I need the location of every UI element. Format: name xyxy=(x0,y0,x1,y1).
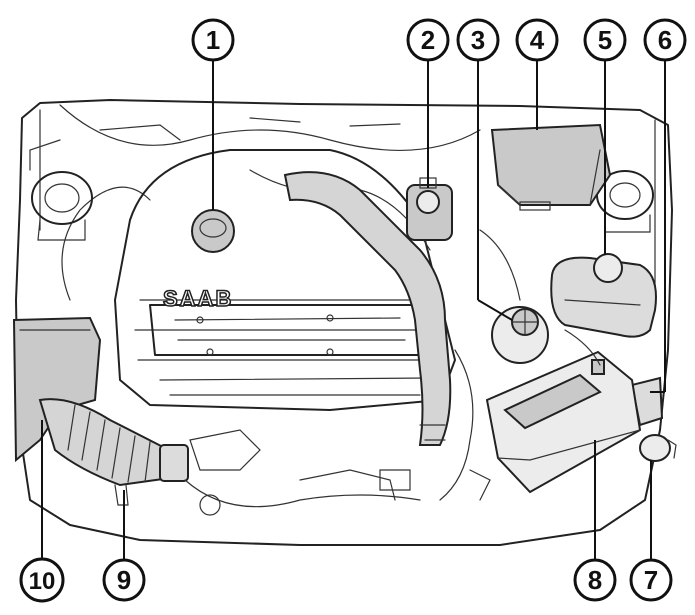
callout-1-label: 1 xyxy=(206,25,220,55)
brake-fluid-reservoir xyxy=(406,177,453,241)
power-steering-reservoir xyxy=(491,306,549,364)
callout-9: 9 xyxy=(102,558,146,602)
callout-1: 1 xyxy=(191,18,235,62)
callout-6: 6 xyxy=(643,18,687,62)
callout-8: 8 xyxy=(573,558,617,602)
right-hoses xyxy=(439,229,601,501)
coolant-expansion-tank xyxy=(550,253,657,338)
engine-cover xyxy=(114,149,456,411)
callout-10-label: 10 xyxy=(29,568,56,595)
callout-2-label: 2 xyxy=(421,25,435,55)
callout-7-label: 7 xyxy=(644,565,658,595)
left-strut-tower xyxy=(29,139,93,241)
callout-3: 3 xyxy=(456,18,500,62)
leader-lines xyxy=(41,60,666,560)
callout-5-label: 5 xyxy=(598,25,612,55)
fuse-box xyxy=(490,123,612,211)
callout-10: 10 xyxy=(19,557,65,603)
callout-2: 2 xyxy=(406,18,450,62)
callout-9-label: 9 xyxy=(117,565,131,595)
callout-4-label: 4 xyxy=(530,25,545,55)
callout-8-label: 8 xyxy=(588,565,602,595)
oil-filler-cap xyxy=(191,209,235,253)
battery xyxy=(485,350,642,494)
intake-pipe xyxy=(283,171,452,446)
lower-engine-details xyxy=(184,429,491,516)
callout-6-label: 6 xyxy=(658,25,672,55)
callout-7: 7 xyxy=(629,558,673,602)
callout-5: 5 xyxy=(583,18,627,62)
air-intake-hose xyxy=(38,398,189,506)
washer-fluid-cap xyxy=(639,434,677,462)
brand-badge: SAAB xyxy=(162,285,233,312)
callout-4: 4 xyxy=(515,18,559,62)
brand-badge-label: SAAB xyxy=(163,286,233,311)
callout-3-label: 3 xyxy=(471,25,485,55)
